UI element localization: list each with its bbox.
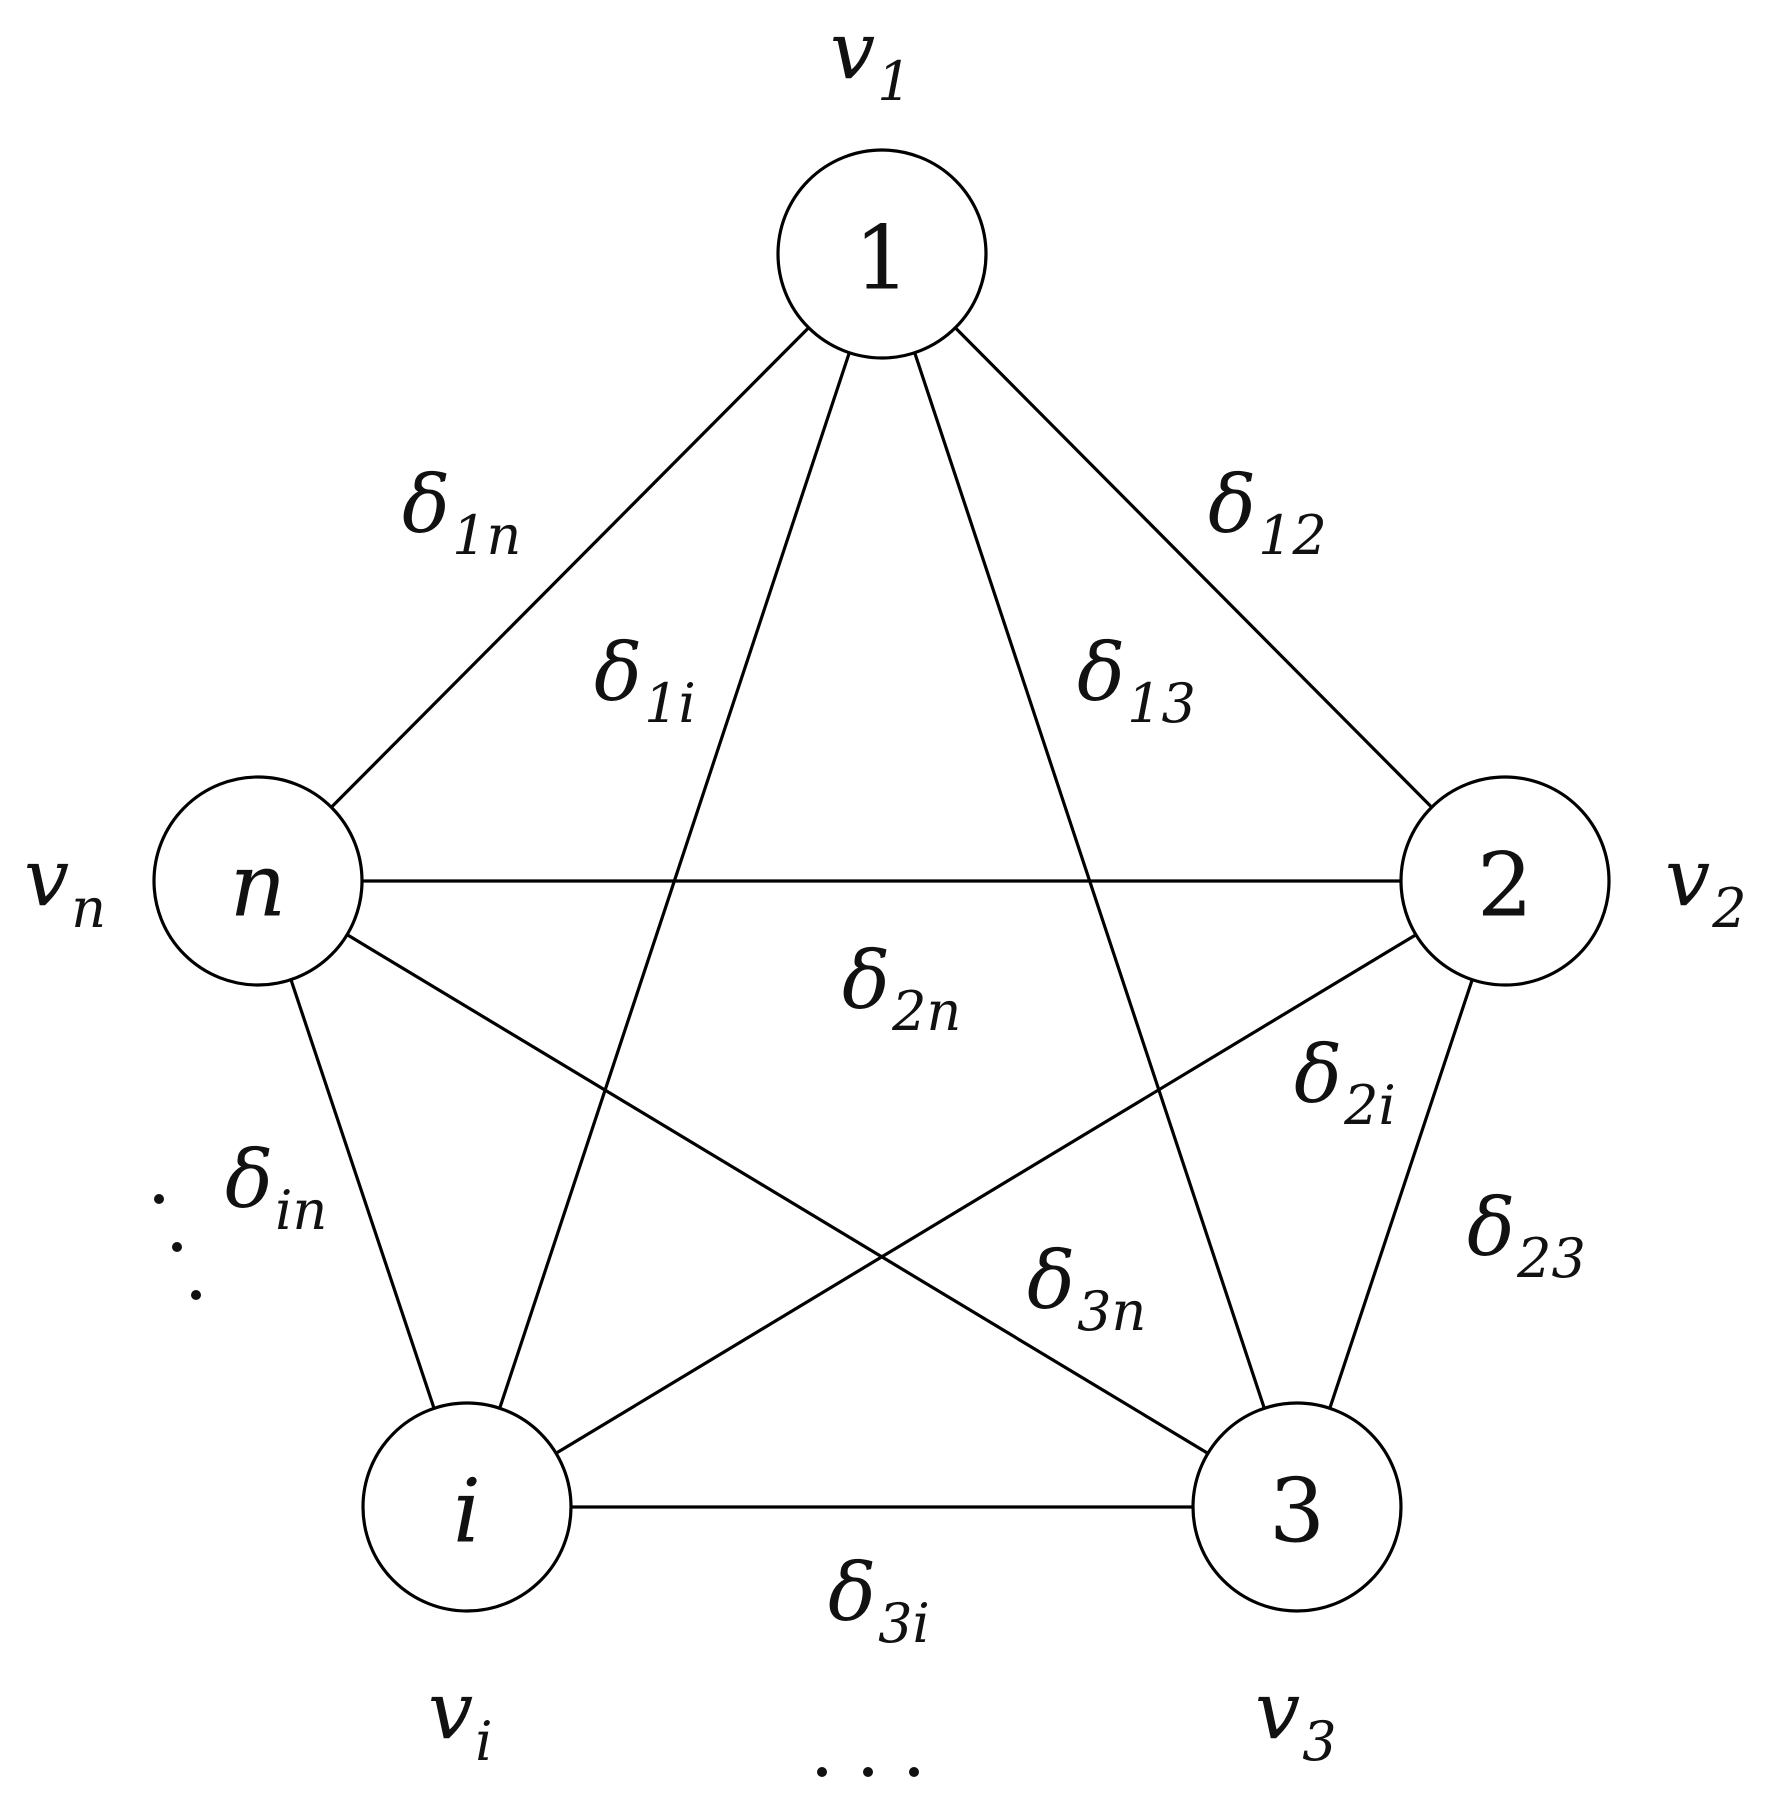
edge-label-2i: δ2i	[1294, 1028, 1396, 1137]
vertex-var-2: v2	[1665, 831, 1747, 940]
node-1: 1	[776, 148, 988, 360]
node-i: i	[361, 1401, 573, 1613]
node-label-3: 3	[1269, 1460, 1325, 1563]
bottom-ellipsis-dot	[909, 1767, 919, 1777]
node-circle-i	[361, 1401, 573, 1613]
vertex-var-1: v1	[830, 4, 912, 113]
node-2: 2	[1399, 775, 1611, 987]
edge-1-n	[330, 326, 810, 809]
vertex-var-n: vn	[24, 831, 106, 940]
edge-i-n	[289, 979, 436, 1409]
edge-3-n	[346, 933, 1209, 1455]
edge-2-3	[1328, 979, 1474, 1409]
vertex-var-3: v3	[1255, 1664, 1337, 1773]
edge-label-13: δ13	[1077, 626, 1196, 735]
edge-label-3n: δ3n	[1027, 1234, 1146, 1343]
node-3: 3	[1191, 1401, 1403, 1613]
vertex-var-i: vi	[428, 1664, 492, 1773]
node-label-2: 2	[1477, 834, 1533, 937]
left-ellipsis-dot	[191, 1290, 201, 1300]
vertex-labels-group: v1 v2 v3 vi vn	[24, 4, 1747, 1773]
node-circle-2	[1399, 775, 1611, 987]
node-label-i: i	[453, 1460, 481, 1563]
edge-label-3i: δ3i	[828, 1546, 930, 1655]
edge-label-23: δ23	[1467, 1181, 1586, 1290]
node-circle-1	[776, 148, 988, 360]
node-label-1: 1	[854, 207, 910, 310]
node-n: n	[152, 775, 364, 987]
edge-label-in: δin	[225, 1133, 327, 1242]
edge-label-1i: δ1i	[594, 626, 696, 735]
left-ellipsis-dot	[172, 1242, 182, 1252]
node-circle-n	[152, 775, 364, 987]
bottom-ellipsis-dot	[817, 1767, 827, 1777]
edge-label-12: δ12	[1208, 458, 1327, 567]
edge-2-i	[555, 933, 1417, 1455]
node-circle-3	[1191, 1401, 1403, 1613]
edge-label-2n: δ2n	[842, 934, 961, 1043]
left-ellipsis-dot	[154, 1194, 164, 1204]
bottom-ellipsis-dot	[863, 1767, 873, 1777]
ellipsis-group	[154, 1194, 919, 1777]
edges-group	[289, 326, 1474, 1509]
nodes-group: 1 2 3 i n	[152, 148, 1611, 1613]
node-label-n: n	[230, 834, 287, 937]
edge-label-1n: δ1n	[402, 458, 521, 567]
edge-1-2	[954, 326, 1433, 809]
